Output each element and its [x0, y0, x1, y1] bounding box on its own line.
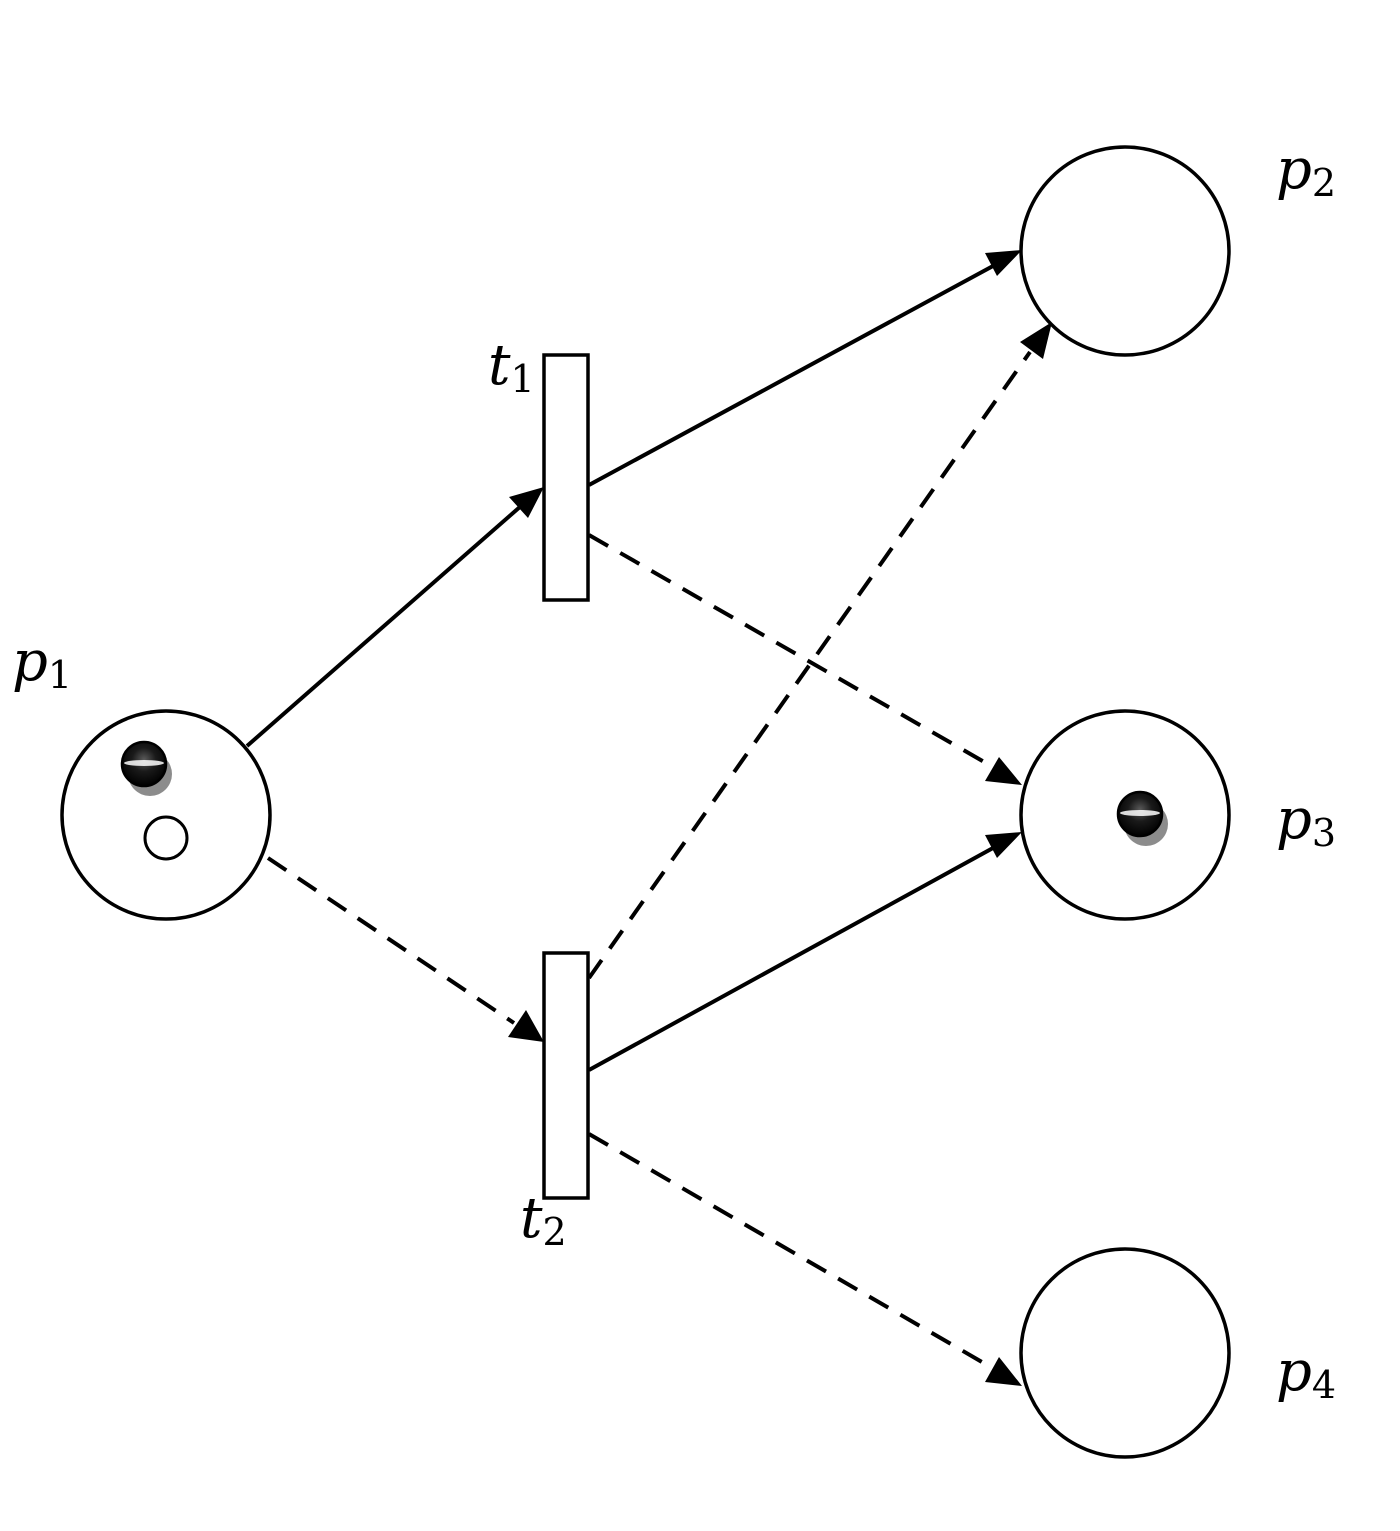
label-p4: p4: [1276, 1339, 1336, 1407]
arc-t2-p4: [587, 1132, 996, 1371]
arc-t1-p3: [588, 533, 994, 769]
arc-t2-p3: [588, 846, 994, 1072]
transition-t2: [542, 951, 590, 1200]
label-p1: p1: [12, 629, 72, 697]
arrowhead-p1-t1: [509, 487, 544, 518]
arc-t1-p2: [588, 264, 994, 487]
token-filled-p3: [1116, 790, 1168, 846]
label-t2: t2: [520, 1186, 567, 1254]
label-t1: t1: [488, 333, 535, 401]
transitions-layer: [542, 353, 590, 1200]
transition-t1: [542, 353, 590, 602]
token-filled-p1: [120, 740, 172, 796]
arcs-layer: [245, 250, 1052, 1386]
arrowhead-t2-p4: [985, 1357, 1022, 1386]
place-p2: [1019, 145, 1231, 357]
place-p1: [60, 709, 272, 921]
arc-p1-t1: [245, 504, 523, 748]
label-p2: p2: [1276, 137, 1336, 205]
arrowhead-t1-p2: [985, 250, 1022, 276]
label-p3: p3: [1276, 787, 1336, 855]
places-layer: [60, 145, 1231, 1459]
place-p4: [1019, 1247, 1231, 1459]
labels-layer: p1 p2 p3 p4 t1 t2: [12, 137, 1336, 1407]
arrowhead-t1-p3: [985, 757, 1022, 785]
token-hollow-p1: [143, 815, 189, 861]
arrowhead-t2-p2: [1020, 322, 1052, 359]
arc-t2-p2: [587, 350, 1032, 980]
tokens-layer: [120, 740, 1168, 861]
arrowhead-p1-t2: [508, 1010, 544, 1042]
arrowhead-t2-p3: [985, 832, 1022, 858]
arc-p1-t2: [266, 856, 516, 1025]
